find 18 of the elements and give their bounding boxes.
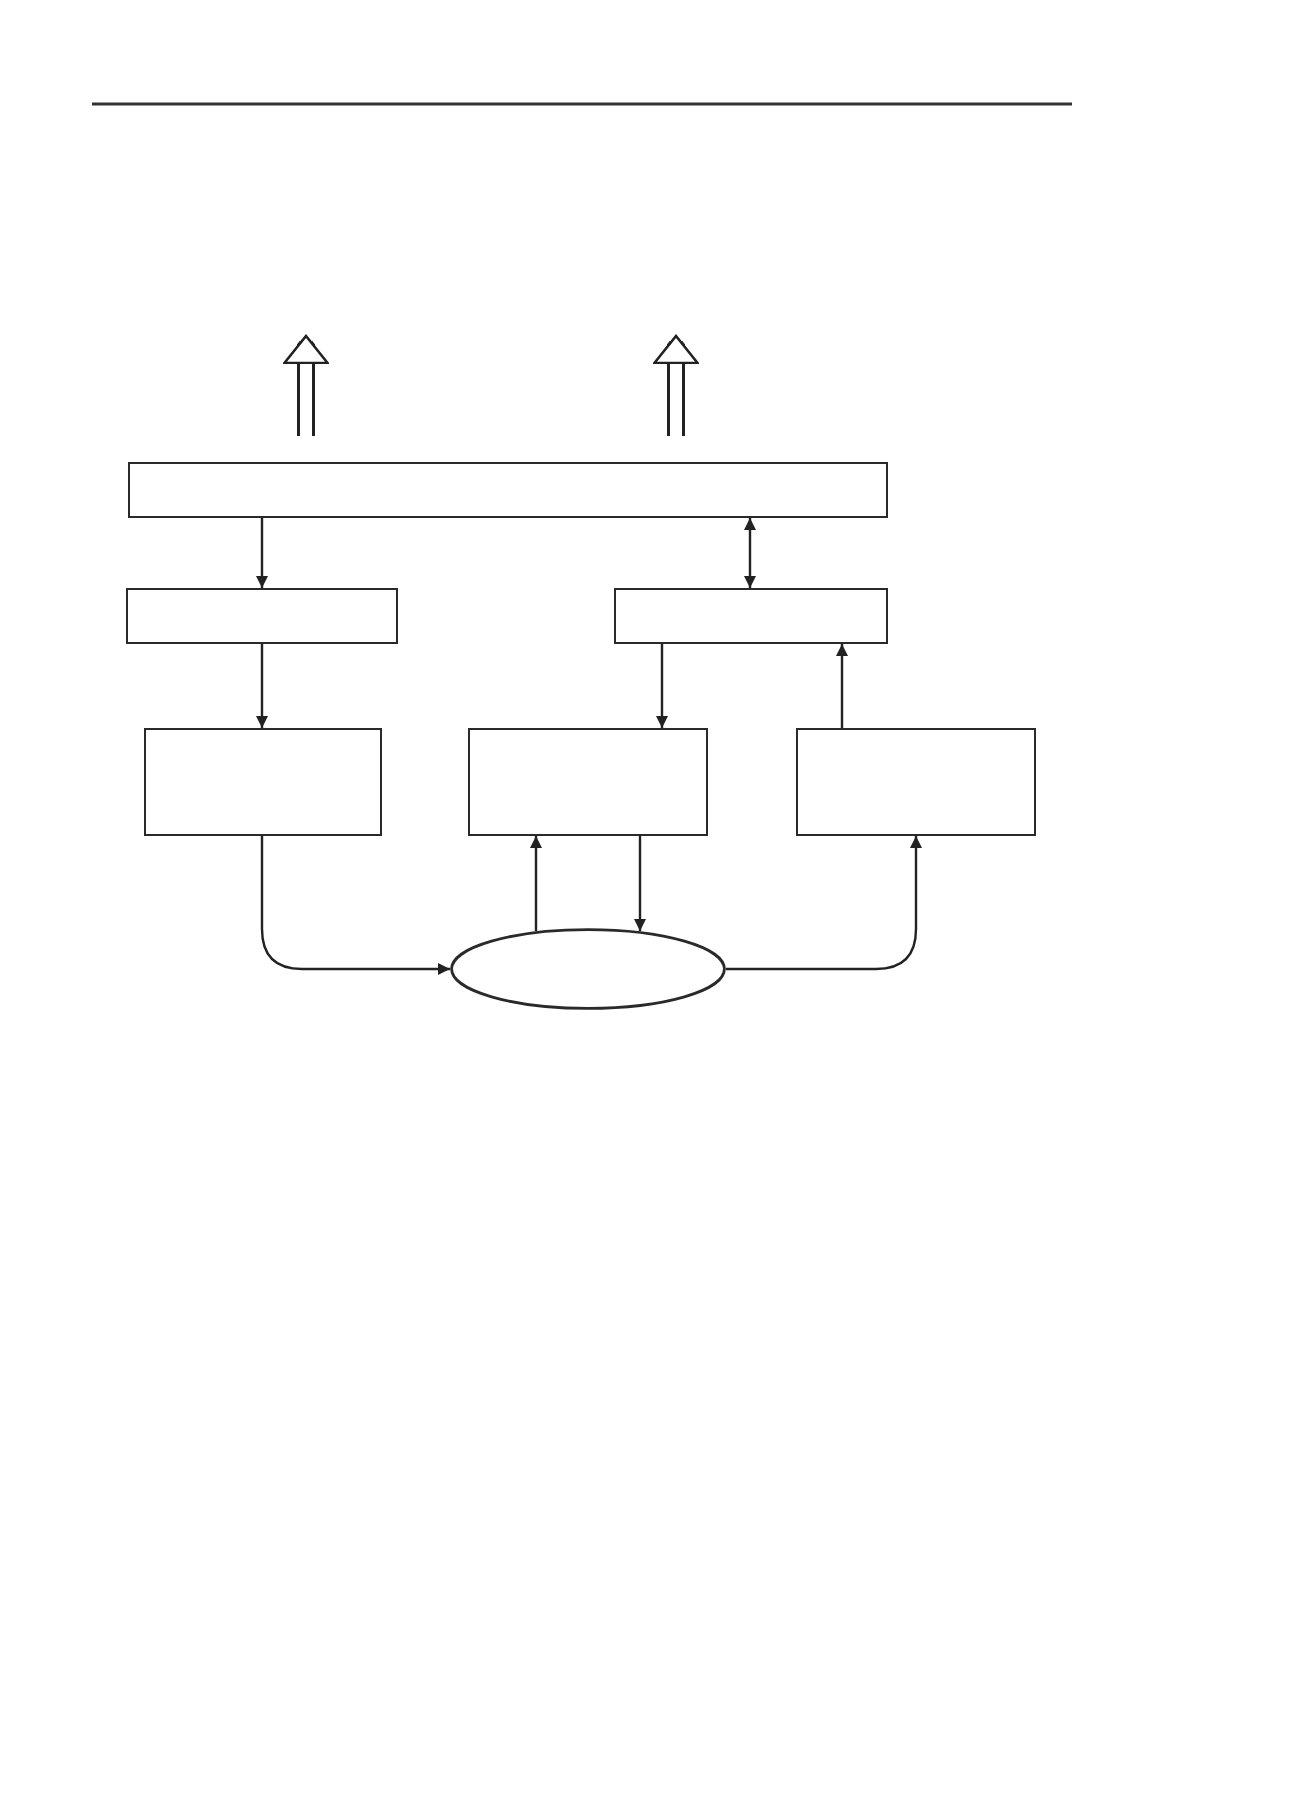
process-box — [144, 728, 382, 836]
arrow — [260, 836, 450, 975]
arrow — [530, 836, 542, 931]
ellipse-node — [450, 928, 726, 1010]
process-box — [126, 588, 398, 644]
arrow — [634, 836, 646, 931]
process-box — [614, 588, 888, 644]
arrow — [256, 518, 268, 588]
block-arrow — [653, 334, 699, 436]
block-arrow — [283, 334, 329, 436]
arrow — [836, 644, 848, 728]
arrow — [744, 518, 756, 588]
arrow — [256, 644, 268, 728]
process-box — [128, 462, 888, 518]
process-box — [796, 728, 1036, 836]
process-box — [468, 728, 708, 836]
arrow — [656, 644, 668, 728]
arrow — [726, 836, 922, 971]
